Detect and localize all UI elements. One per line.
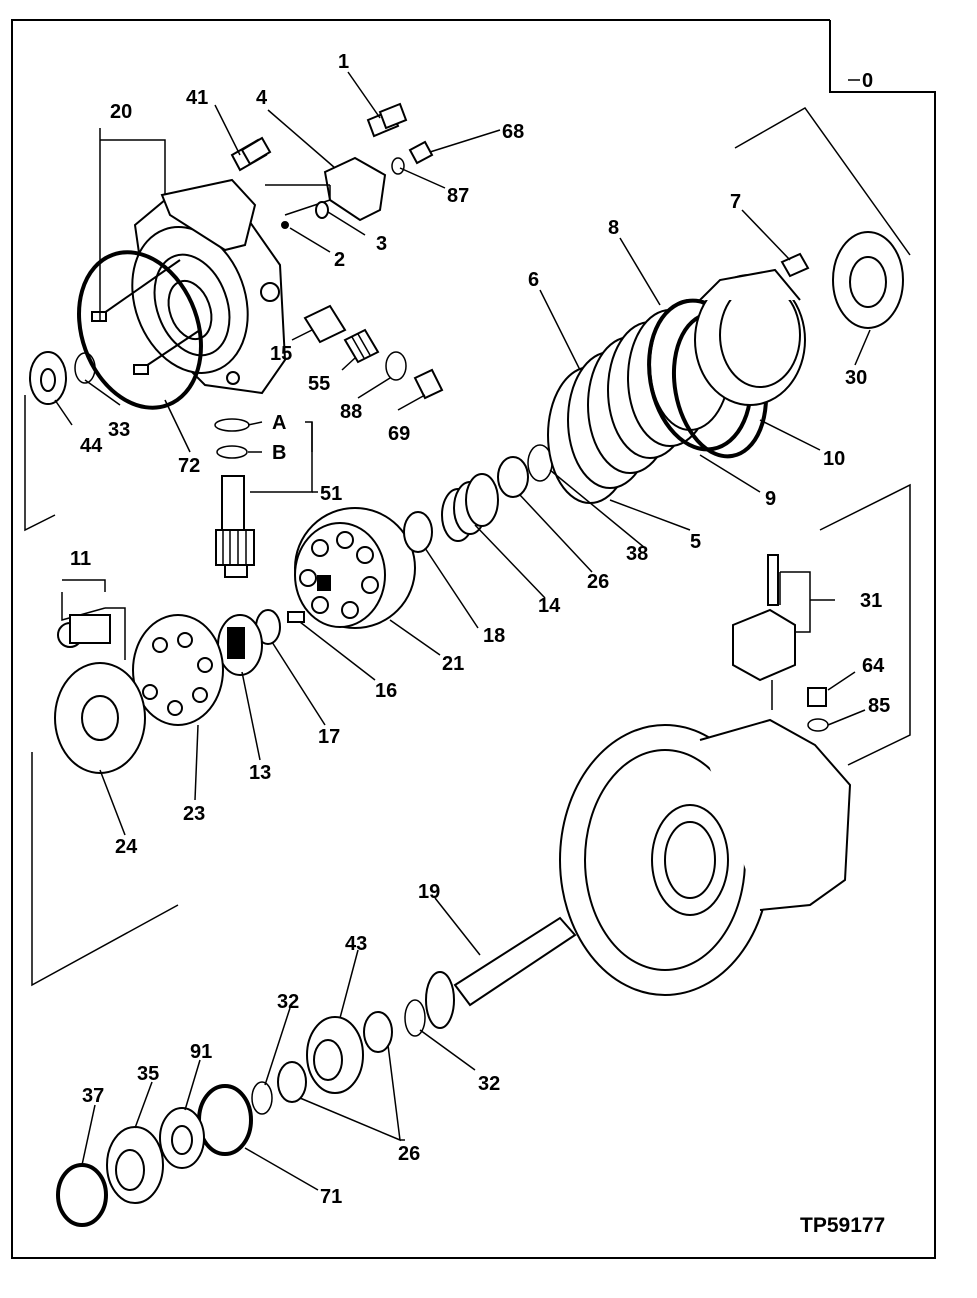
o-ring-88 (385, 351, 407, 381)
callout-7: 7 (730, 191, 741, 213)
callout-23: 23 (183, 803, 205, 825)
assembly-frame (11, 19, 936, 1259)
bolt-1 (366, 102, 408, 138)
ring-26-lower-b (277, 1061, 307, 1103)
o-ring-71 (197, 1084, 253, 1156)
snap-ring-32-right (404, 999, 426, 1037)
plug-69 (413, 368, 444, 400)
callout-2: 2 (334, 249, 345, 271)
callout-38: 38 (626, 543, 648, 565)
callout-64: 64 (862, 655, 885, 677)
o-ring-85 (807, 718, 829, 732)
callout-31: 31 (860, 590, 882, 612)
callout-19: 19 (418, 881, 440, 903)
callout-17: 17 (318, 726, 340, 748)
callout-87: 87 (447, 185, 469, 207)
callout-32-right: 32 (478, 1073, 500, 1095)
bearing-43 (306, 1016, 364, 1094)
motor-housing (559, 718, 852, 996)
ring-33 (74, 352, 96, 384)
callout-labels: 0 1 41 20 4 68 87 3 2 15 55 88 69 44 33 … (70, 51, 890, 1237)
o-ring-87 (391, 157, 405, 175)
ring-26-lower-a (363, 1011, 393, 1053)
callout-14: 14 (538, 595, 561, 617)
callout-10: 10 (823, 448, 845, 470)
callout-51: 51 (320, 483, 342, 505)
callout-43: 43 (345, 933, 367, 955)
o-ring-b (216, 445, 248, 459)
ring-26-upper (497, 456, 529, 498)
spring-14 (441, 473, 499, 542)
callout-21: 21 (442, 653, 464, 675)
piston-10 (694, 268, 806, 406)
callout-0: 0 (862, 70, 873, 92)
callout-37: 37 (82, 1085, 104, 1107)
bearing-44 (29, 351, 67, 405)
callout-68: 68 (502, 121, 524, 143)
spring-7 (780, 252, 810, 278)
callout-5: 5 (690, 531, 701, 553)
valve-15 (303, 304, 347, 344)
plug-11 (57, 614, 111, 648)
callout-32-left: 32 (277, 991, 299, 1013)
callout-3: 3 (376, 233, 387, 255)
spline-13 (217, 614, 263, 676)
callout-a: A (272, 412, 286, 434)
callout-85: 85 (868, 695, 890, 717)
pin-2 (281, 221, 289, 229)
callout-69: 69 (388, 423, 410, 445)
pin-3 (315, 201, 329, 219)
callout-88: 88 (340, 401, 362, 423)
valve-block-31 (732, 554, 796, 682)
pin-16 (287, 611, 305, 623)
callout-71: 71 (320, 1186, 342, 1208)
bearing-35 (106, 1126, 164, 1204)
callout-18: 18 (483, 625, 505, 647)
callout-55: 55 (308, 373, 330, 395)
callout-11: 11 (70, 548, 91, 570)
callout-8: 8 (608, 217, 619, 239)
callout-24: 24 (115, 836, 138, 858)
callout-20: 20 (110, 101, 132, 123)
snap-ring-37 (56, 1163, 108, 1227)
snap-ring-32-left (251, 1081, 273, 1115)
callout-13: 13 (249, 762, 271, 784)
callout-16: 16 (375, 680, 397, 702)
o-ring-a (214, 418, 250, 432)
callout-26-lower: 26 (398, 1143, 420, 1165)
pins-20 (91, 259, 201, 375)
callout-41: 41 (186, 87, 208, 109)
leader-lines (54, 71, 871, 1191)
plug-68 (408, 140, 434, 165)
shaft-51 (215, 475, 255, 578)
callout-b: B (272, 442, 286, 464)
drawing-id: TP59177 (800, 1214, 885, 1237)
callout-91: 91 (190, 1041, 212, 1063)
callout-35: 35 (137, 1063, 159, 1085)
bolt-41 (230, 136, 272, 172)
output-shaft-19 (425, 916, 577, 1029)
callout-30: 30 (845, 367, 867, 389)
cylinder-block-21 (294, 507, 416, 629)
callout-15: 15 (270, 343, 292, 365)
callout-33: 33 (108, 419, 130, 441)
callout-1: 1 (338, 51, 349, 73)
callout-72: 72 (178, 455, 200, 477)
ring-18 (403, 511, 433, 553)
group-brackets (24, 107, 911, 987)
plate-30 (832, 231, 904, 329)
callout-26-upper: 26 (587, 571, 609, 593)
spring-55 (343, 328, 380, 364)
swash-plate-24 (54, 662, 146, 774)
callout-6: 6 (528, 269, 539, 291)
valve-plate-23 (132, 614, 224, 726)
callout-44: 44 (80, 435, 103, 457)
seal-91 (159, 1107, 205, 1169)
plug-64 (807, 687, 827, 707)
callout-9: 9 (765, 488, 776, 510)
callout-4: 4 (256, 87, 268, 109)
